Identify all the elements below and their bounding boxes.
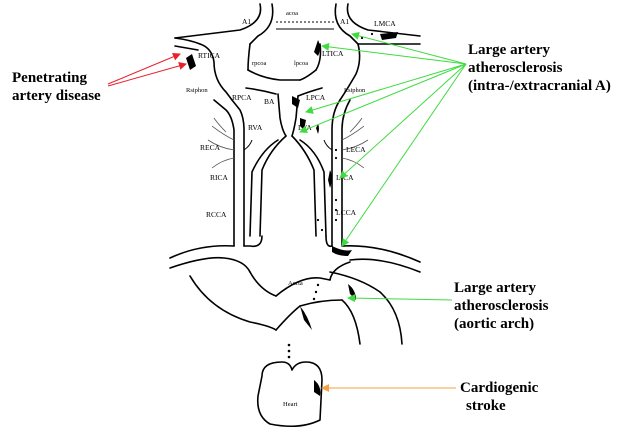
large-artery-arrow-3 [305,63,467,114]
penetrating-arrow-2 [107,62,187,87]
label-lmca: LMCA [374,19,396,28]
large-artery-arrow-2 [321,42,467,65]
large-artery-arrow-6 [341,63,467,247]
large-aortic-line-2: atherosclerosis [454,298,549,314]
label-ltica: LTICA [322,49,344,58]
label-lcca: LCCA [336,208,357,217]
large-intra-line-3: (intra-/extracranial A) [468,78,611,94]
annotation-large-intra: Large artery atherosclerosis (intra-/ext… [468,42,611,94]
label-leca: LECA [346,145,366,154]
vessel-labels: acoa A1 A1 LMCA RTICA LTICA rpcoa lpcoa … [186,10,396,408]
label-rica: RICA [210,173,229,182]
annotation-penetrating: Penetrating artery disease [12,70,101,104]
penetrating-line-2: artery disease [12,88,101,104]
annotation-arrows [107,31,467,392]
annotation-cardiogenic: Cardiogenic stroke [460,380,539,414]
label-a1-left: A1 [340,17,349,26]
label-rtica: RTICA [198,51,221,60]
large-aortic-line-1: Large artery [454,280,537,296]
large-artery-arrow-1 [351,31,467,65]
label-ba: BA [264,97,275,106]
label-rcca: RCCA [206,210,227,219]
annotation-large-aortic: Large artery atherosclerosis (aortic arc… [454,280,549,332]
label-lpca: LPCA [306,93,326,102]
large-intra-line-1: Large artery [468,42,551,58]
large-aortic-line-3: (aortic arch) [454,316,534,332]
cardiogenic-line-2: stroke [466,398,506,414]
label-a1-right: A1 [242,17,251,26]
dotted-connectors [287,32,374,359]
label-rpcoa: rpcoa [252,60,267,67]
aortic-arch-arrow [347,294,453,303]
large-artery-arrow-5 [339,63,467,179]
heart-outline [256,361,323,428]
large-intra-line-2: atherosclerosis [468,60,563,76]
label-reca: RECA [200,143,221,152]
label-rsiphon: Rsiphon [186,87,208,94]
label-acoa: acoa [286,10,298,17]
label-rpca: RPCA [232,93,252,102]
label-heart: Heart [283,401,298,408]
label-lica: LICA [336,173,354,182]
label-rva: RVA [248,123,263,132]
label-lpcoa: lpcoa [294,60,308,67]
penetrating-arrow [107,53,181,85]
vessel-anatomy [169,3,421,428]
large-artery-arrow-4 [299,63,467,134]
cardiogenic-line-1: Cardiogenic [460,380,539,396]
label-lsiphon: Lsiphon [344,87,366,94]
penetrating-line-1: Penetrating [12,70,87,86]
label-aorta: Aorta [288,280,303,287]
